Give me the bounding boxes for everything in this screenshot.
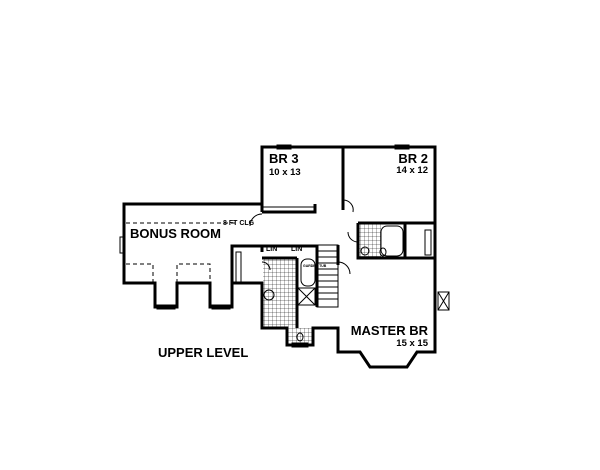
room-name-br2: BR 2 bbox=[398, 151, 428, 166]
toilet-alcove-floor bbox=[287, 328, 313, 345]
fixtures bbox=[263, 225, 404, 342]
bath-tile-floor bbox=[263, 258, 297, 328]
level-label: UPPER LEVEL bbox=[158, 345, 248, 360]
room-name-bonus: BONUS ROOM bbox=[130, 226, 221, 241]
doors bbox=[249, 199, 359, 275]
room-name-master: MASTER BR bbox=[351, 323, 429, 338]
br2-bath-floor bbox=[359, 224, 381, 258]
room-name-br3: BR 3 bbox=[269, 151, 299, 166]
stairs bbox=[316, 244, 339, 308]
windows bbox=[119, 144, 410, 348]
master-chase bbox=[437, 291, 450, 311]
room-size-master: 15 x 15 bbox=[396, 338, 428, 349]
room-size-br2: 14 x 12 bbox=[396, 165, 428, 176]
room-size-br3: 10 x 13 bbox=[269, 167, 301, 178]
ceiling-note: 8 FT CLG bbox=[223, 220, 255, 227]
closet-rods bbox=[235, 206, 432, 283]
garden-tub-label: GARDEN TUB bbox=[303, 264, 327, 268]
linen-closet-label: LIN bbox=[291, 246, 302, 253]
linen-closet-label: LIN bbox=[266, 246, 277, 253]
